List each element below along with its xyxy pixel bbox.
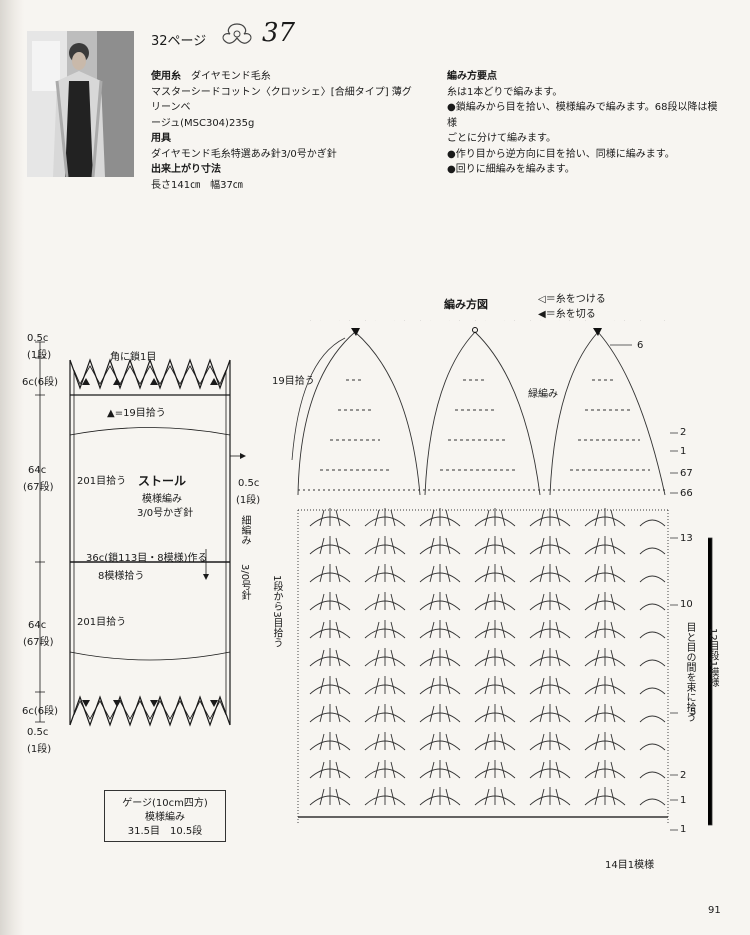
ornament-icon [216,20,258,48]
yarn-brand: ダイヤモンド毛糸 [191,71,271,82]
row-1-bottom: 1 [680,824,687,835]
size-desc: 長さ141㎝ 幅37㎝ [151,179,243,191]
model-photo [27,31,134,177]
row-1-upper: 1 [680,446,687,457]
chart-repeat14: 14目1模様 [605,860,655,871]
dim-top-1dan: (1段) [27,350,52,361]
points-line2b: ごとに分けて編みます。 [447,133,556,144]
row-5: 5 [690,707,697,718]
dim-right-05c: 0.5c [238,478,260,489]
tools-label: 用具 [151,133,171,144]
pick201-bottom: 201目拾う [77,617,127,628]
dim-bottom-6c: 6c(6段) [22,706,59,717]
row-66: 66 [680,488,693,499]
dim-bottom-64c: 64c [28,620,47,631]
gauge-value: 31.5目 10.5段 [127,826,203,837]
chart-edge-label: 緑編み [528,389,558,400]
dim-bottom-05c: 0.5c [27,727,49,738]
pattern-label: 模様編み [142,494,182,505]
row-6: 6 [637,340,644,351]
book-spine-shadow [0,0,24,935]
row-2-upper: 2 [680,427,687,438]
pick19-label: ▲=19目拾う [107,408,166,419]
points-line3: ●作り目から逆方向に目を拾い、同様に編みます。 [447,148,675,160]
dim-top-6c: 6c(6段) [22,377,59,388]
points-line4: ●回りに細編みを編みます。 [447,164,575,175]
size-label: 出来上がり寸法 [151,164,221,175]
yarn-desc-1: マスターシードコットン〈クロッシェ〉[合細タイプ] 薄グリーンベ [151,86,412,114]
stole-title: ストール [138,474,187,488]
dim-right-1dan: (1段) [236,495,261,506]
pick201-top: 201目拾う [77,476,127,487]
gauge-box: ゲージ(10cm四方) 模様編み 31.5目 10.5段 [104,790,226,842]
yarn-desc-2: ージュ(MSC304)235g [151,117,255,129]
hook-vertical: 3/0号針 [239,564,250,601]
hook-label: 3/0号かぎ針 [137,508,194,519]
knitting-points-block: 編み方要点 糸は1本どりで編みます。 ●鎖編みから目を拾い、模様編みで編みます。… [447,69,727,178]
chain-row-label: 36c(鎖113目・8模様)作る [86,553,208,564]
hosoami-vertical: 細編み [239,515,250,545]
legend-cut: ◀＝糸を切る [538,309,596,320]
chart-bundle: 目と目の間を束に拾う [684,622,695,722]
chart-title: 編み方図 [444,298,488,311]
materials-block: 使用糸 ダイヤモンド毛糸 マスターシードコットン〈クロッシェ〉[合細タイプ] 薄… [151,69,421,193]
legend-join: ◁＝糸をつける [538,294,606,305]
chart-pick19: 19目拾う [272,376,315,387]
dim-top-64c: 64c [28,465,47,476]
row-1-lower: 1 [680,795,687,806]
crochet-chart [291,320,713,831]
pattern-number: 37 [262,18,296,48]
page-reference: 32ページ [151,34,207,49]
points-line1: 糸は1本どりで編みます。 [447,86,563,98]
corner-label: 角に鎖1目 [110,352,157,363]
row-13: 13 [680,533,693,544]
row-2-lower: 2 [680,770,687,781]
dim-bottom-1dan: (1段) [27,744,52,755]
chart-repeat12: 12目段1模様 [707,628,718,688]
dim-bottom-67dan: (67段) [23,637,54,648]
gauge-title: ゲージ(10cm四方) [122,798,208,809]
tools-desc: ダイヤモンド毛糸特選あみ針3/0号かぎ針 [151,148,337,160]
chart-pick-from: 1段から3目拾う [271,575,282,648]
row-10: 10 [680,599,693,610]
dim-top-67dan: (67段) [23,482,54,493]
yarn-label: 使用糸 [151,71,181,82]
page-number: 91 [708,905,721,916]
row-67: 67 [680,468,693,479]
dim-top-05c: 0.5c [27,333,49,344]
points-line2a: ●鎖編みから目を拾い、模様編みで編みます。68段以降は模様 [447,102,718,129]
pick8-label: 8模様拾う [98,571,145,582]
points-label: 編み方要点 [447,71,497,82]
gauge-pattern: 模様編み [145,812,185,823]
